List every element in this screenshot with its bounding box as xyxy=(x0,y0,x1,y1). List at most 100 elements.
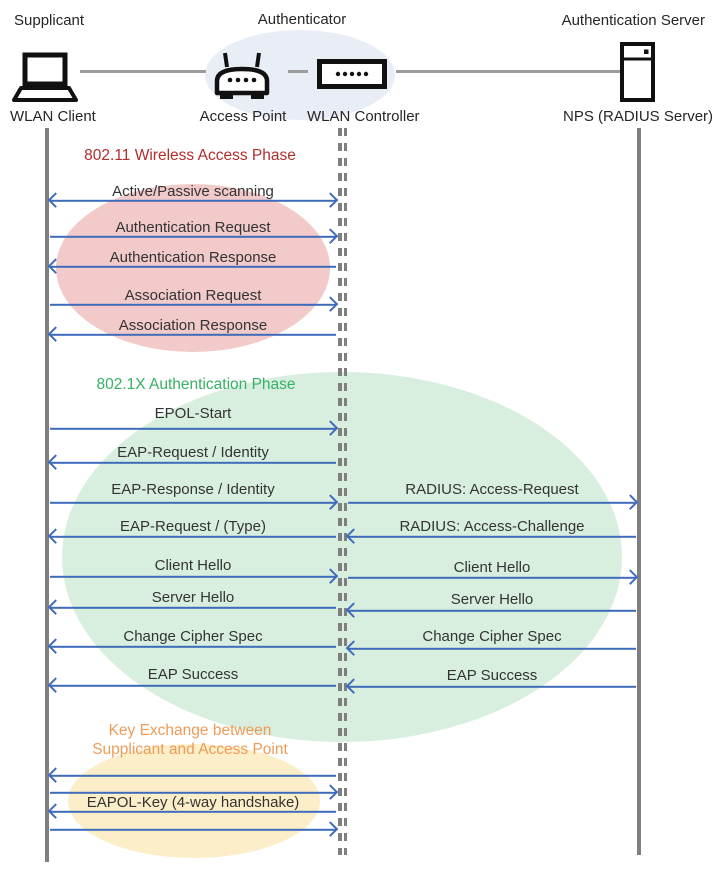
message-arrow-right xyxy=(49,420,339,436)
arrowhead-right-icon xyxy=(322,568,339,584)
arrow-line xyxy=(348,501,636,505)
arrowhead-right-icon xyxy=(322,821,339,837)
message-label: Server Hello xyxy=(151,589,235,606)
arrowhead-left-icon xyxy=(47,803,64,819)
phase1-title: 802.11 Wireless Access Phase xyxy=(84,147,296,164)
lifeline-authenticator-dash-1 xyxy=(338,128,342,855)
arrow-line xyxy=(50,791,336,795)
arrowhead-left-icon xyxy=(345,602,362,618)
message-arrow-left xyxy=(47,258,337,274)
arrow-line xyxy=(50,684,336,688)
message-arrow-left xyxy=(47,599,337,615)
arrowhead-left-icon xyxy=(345,640,362,656)
connector-line xyxy=(288,70,308,73)
arrow-line xyxy=(50,645,336,649)
arrowhead-left-icon xyxy=(47,454,64,470)
arrowhead-right-icon xyxy=(322,494,339,510)
arrowhead-left-icon xyxy=(47,677,64,693)
arrowhead-left-icon xyxy=(345,528,362,544)
arrowhead-left-icon xyxy=(47,326,64,342)
phase3-title-line2: Supplicant and Access Point xyxy=(92,741,288,758)
arrow-line xyxy=(348,535,636,539)
message-arrow-right xyxy=(49,568,339,584)
message-arrow-right xyxy=(347,494,639,510)
arrow-line xyxy=(50,265,336,269)
arrow-line xyxy=(50,575,336,579)
arrowhead-left-icon xyxy=(47,192,64,208)
message-label: EAPOL-Key (4-way handshake) xyxy=(86,794,300,811)
message-label: EAP Success xyxy=(147,666,239,683)
message-arrow-left xyxy=(47,454,337,470)
lifeline-supplicant xyxy=(45,128,49,862)
arrow-line xyxy=(50,828,336,832)
arrow-line xyxy=(50,535,336,539)
arrow-line xyxy=(348,647,636,651)
arrowhead-left-icon xyxy=(47,258,64,274)
arrowhead-right-icon xyxy=(622,494,639,510)
phase2-title: 802.1X Authentication Phase xyxy=(96,376,296,393)
arrowhead-left-icon xyxy=(47,767,64,783)
message-arrow-right xyxy=(49,784,339,800)
arrow-line xyxy=(50,235,336,239)
lifeline-authentication-server xyxy=(637,128,641,855)
arrow-line xyxy=(50,606,336,610)
message-label: Client Hello xyxy=(154,557,232,574)
message-label: Server Hello xyxy=(450,591,534,608)
arrowhead-right-icon xyxy=(322,296,339,312)
message-label: Change Cipher Spec xyxy=(422,628,562,645)
message-label: Client Hello xyxy=(453,559,531,576)
message-arrow-left xyxy=(47,638,337,654)
device-label-nps-radius-server: NPS (RADIUS Server) xyxy=(563,108,713,125)
message-arrow-left xyxy=(47,803,337,819)
message-label: Association Request xyxy=(124,287,262,304)
message-arrow-left xyxy=(345,678,637,694)
message-label: EAP Success xyxy=(446,667,538,684)
message-label: EAP-Request / Identity xyxy=(117,444,269,461)
message-arrow-right xyxy=(49,494,339,510)
arrow-line xyxy=(50,774,336,778)
arrow-line xyxy=(50,461,336,465)
message-arrow-right xyxy=(49,821,339,837)
message-arrow-left xyxy=(47,528,337,544)
role-label-supplicant: Supplicant xyxy=(14,12,85,29)
message-arrow-right xyxy=(49,228,339,244)
arrow-line xyxy=(50,810,336,814)
phase3-ellipse xyxy=(68,744,320,858)
laptop-icon xyxy=(12,52,78,102)
message-label: Association Response xyxy=(118,317,268,334)
arrowhead-right-icon xyxy=(322,228,339,244)
arrow-line xyxy=(348,685,636,689)
connector-line xyxy=(80,70,206,73)
arrow-line xyxy=(50,501,336,505)
arrow-line xyxy=(50,199,336,203)
arrowhead-left-icon xyxy=(47,599,64,615)
arrowhead-right-icon xyxy=(322,192,339,208)
device-label-wlan-controller: WLAN Controller xyxy=(307,108,420,125)
phase3-title: Key Exchange between Supplicant and Acce… xyxy=(60,721,320,759)
role-label-authenticator: Authenticator xyxy=(257,11,347,28)
message-label: Authentication Response xyxy=(109,249,277,266)
wlan-controller-icon xyxy=(317,59,387,89)
access-point-icon xyxy=(214,52,270,99)
device-label-access-point: Access Point xyxy=(199,108,287,125)
message-arrow-left xyxy=(47,767,337,783)
arrowhead-right-icon xyxy=(322,420,339,436)
phase3-title-line1: Key Exchange between xyxy=(108,722,272,739)
arrow-line xyxy=(348,609,636,613)
lifeline-authenticator-dash-2 xyxy=(343,128,347,855)
message-arrow-right xyxy=(347,569,639,585)
arrow-line xyxy=(348,576,636,580)
arrowhead-left-icon xyxy=(47,528,64,544)
message-label: EAP-Response / Identity xyxy=(111,481,275,498)
message-arrow-left xyxy=(47,326,337,342)
message-arrow-left xyxy=(345,640,637,656)
arrowhead-left-icon xyxy=(345,678,362,694)
message-label: EPOL-Start xyxy=(154,405,232,422)
server-icon xyxy=(620,42,655,102)
arrow-line xyxy=(50,333,336,337)
role-label-authentication-server: Authentication Server xyxy=(561,12,705,29)
arrowhead-left-icon xyxy=(47,638,64,654)
message-label: RADIUS: Access-Request xyxy=(405,481,579,498)
device-label-wlan-client: WLAN Client xyxy=(10,108,96,125)
